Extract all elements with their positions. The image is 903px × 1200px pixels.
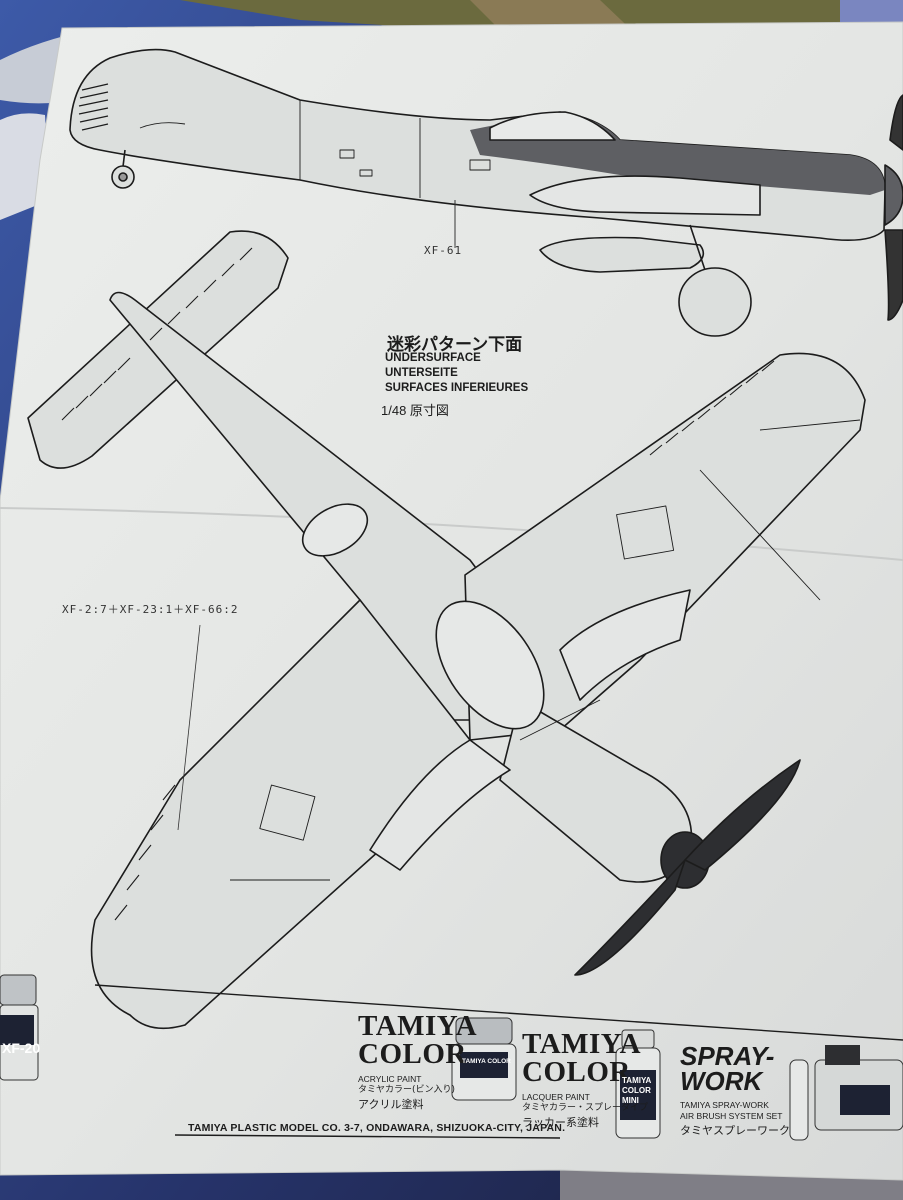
product-type-en: TAMIYA SPRAY-WORK bbox=[680, 1100, 769, 1110]
product-type-jp: アクリル塗料 bbox=[358, 1098, 424, 1111]
left-jar-label: XF-20 bbox=[2, 1040, 41, 1056]
product-type-jp-small: タミヤカラー・スプレータイプ bbox=[522, 1103, 649, 1113]
side-view-color-code: XF-61 bbox=[424, 244, 463, 257]
mix-formula: XF-2:7＋XF-23:1＋XF-66:2 bbox=[62, 603, 239, 616]
can-label-1: TAMIYA bbox=[622, 1076, 652, 1085]
product-type-en: LACQUER PAINT bbox=[522, 1092, 590, 1102]
product-acrylic: TAMIYA COLOR ACRYLIC PAINT タミヤカラー(ビン入り) … bbox=[358, 1012, 477, 1112]
spray-can bbox=[615, 1029, 661, 1139]
brand-line-2: WORK bbox=[680, 1066, 763, 1096]
scale-note: 1/48 原寸図 bbox=[381, 403, 449, 418]
undersurface-title-de: UNTERSEITE bbox=[385, 367, 458, 379]
product-spray-work: SPRAY- WORK TAMIYA SPRAY-WORK AIR BRUSH … bbox=[680, 1041, 790, 1138]
brand-line-1: TAMIYA bbox=[358, 1010, 478, 1042]
can-label: TAMIYA COLOR MINI bbox=[622, 1076, 651, 1106]
product-lacquer: TAMIYA COLOR LACQUER PAINT タミヤカラー・スプレータイ… bbox=[522, 1030, 648, 1130]
brand-line-2: COLOR bbox=[358, 1038, 467, 1070]
brand-line-1: SPRAY- bbox=[680, 1041, 775, 1071]
undersurface-title-fr: SURFACES INFERIEURES bbox=[385, 382, 529, 394]
product-type-en: ACRYLIC PAINT bbox=[358, 1074, 422, 1084]
product-type-jp: ラッカー系塗料 bbox=[522, 1116, 599, 1129]
product-type-jp-small: タミヤカラー(ビン入り) bbox=[358, 1085, 456, 1095]
side-view-aircraft bbox=[69, 48, 903, 337]
product-type-en-2: AIR BRUSH SYSTEM SET bbox=[680, 1111, 783, 1121]
can-label-3: MINI bbox=[622, 1096, 639, 1105]
product-type-jp: タミヤスプレーワーク bbox=[680, 1124, 790, 1137]
acrylic-paint-jar bbox=[451, 1017, 517, 1101]
underside-view-aircraft bbox=[27, 230, 866, 1030]
undersurface-title-en: UNDERSURFACE bbox=[385, 352, 481, 364]
undersurface-title-jp: 迷彩パターン下面 bbox=[387, 335, 523, 355]
brand-line-1: TAMIYA bbox=[522, 1028, 642, 1060]
jar-brand-label: TAMIYA COLOR bbox=[462, 1058, 511, 1065]
company-address: TAMIYA PLASTIC MODEL CO. 3-7, ONDAWARA, … bbox=[188, 1122, 566, 1134]
airbrush-set bbox=[789, 1045, 903, 1141]
can-label-2: COLOR bbox=[622, 1086, 651, 1095]
brand-line-2: COLOR bbox=[522, 1056, 631, 1088]
paint-jar-left bbox=[0, 974, 39, 1081]
